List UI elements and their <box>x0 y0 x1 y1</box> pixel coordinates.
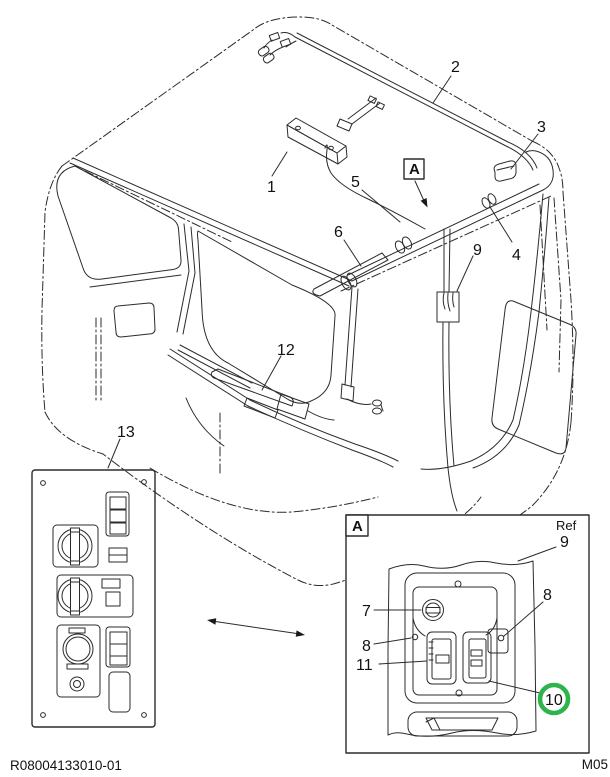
rocker-switch-10 <box>462 631 492 684</box>
rotary-knob-lower <box>56 574 134 618</box>
detail-marker-arrowhead <box>420 198 428 208</box>
inset-callout-8-left-label: 8 <box>362 638 371 655</box>
callout-4-leader <box>489 206 513 243</box>
callout-3-leader <box>510 133 539 170</box>
callout-12: 12 <box>261 342 295 391</box>
inset-callout-10-leader <box>488 680 541 694</box>
power-socket-module <box>56 624 101 698</box>
a-pillar-harness-drop <box>340 286 384 415</box>
mounting-hole-8-left <box>411 633 419 641</box>
callout-5-leader <box>361 189 401 223</box>
inset-callout-8-right-label: 8 <box>543 587 552 604</box>
cowl-bracket-12 <box>210 368 335 421</box>
dome-lamp-bracket <box>286 97 381 165</box>
inset-callout-11-leader <box>378 660 428 665</box>
callout-9-label: 9 <box>473 242 482 259</box>
mounting-tab-8-right <box>487 628 509 654</box>
callout-5: 5 <box>351 174 401 223</box>
inset-callout-8-left: 8 <box>362 637 412 655</box>
inset-callout-11: 11 <box>356 657 428 674</box>
callout-3: 3 <box>510 119 546 170</box>
rotary-knob-upper <box>52 524 99 568</box>
inset-ref-9-leader <box>517 546 557 562</box>
rocker-switch-bottom <box>105 626 131 668</box>
detail-marker-arrow <box>414 180 426 204</box>
cab-drawing: 1 2 3 4 5 6 9 12 <box>41 16 577 586</box>
callout-5-label: 5 <box>351 174 360 191</box>
callout-4-label: 4 <box>512 247 521 264</box>
callout-13: 13 <box>107 424 135 469</box>
page-code: M05 <box>582 757 608 772</box>
inset-ref-number: 9 <box>560 534 569 551</box>
cab-phantom-outline <box>41 16 574 586</box>
roof-clip-3 <box>493 160 517 182</box>
highlight-ring <box>537 682 571 716</box>
callout-12-label: 12 <box>277 342 295 359</box>
harness-connectors <box>257 31 292 64</box>
windshield-harness <box>312 150 554 415</box>
callout-2: 2 <box>432 59 460 104</box>
callout-1-label: 1 <box>267 179 276 196</box>
inset-panel-9 <box>387 560 537 737</box>
grommet-4 <box>481 193 497 209</box>
callout-4: 4 <box>489 206 521 264</box>
inset-callout-11-label: 11 <box>356 657 373 674</box>
inset-marker-a-letter: A <box>352 518 363 535</box>
harness-grommets <box>394 236 413 254</box>
callout-2-leader <box>432 75 452 104</box>
document-code: R08004133010-01 <box>10 758 122 773</box>
inset-callout-10-label[interactable]: 10 <box>545 692 563 709</box>
callout-3-label: 3 <box>537 119 546 136</box>
inset-callout-7-label: 7 <box>362 603 371 620</box>
inset-ref-9: Ref 9 <box>517 518 577 562</box>
callout-1: 1 <box>267 151 288 196</box>
inset-callout-8-right: 8 <box>503 587 552 637</box>
inset-marker-a: A <box>345 514 369 537</box>
callout-13-label: 13 <box>117 424 135 441</box>
inset-ref-text: Ref <box>556 518 577 533</box>
highlighted-callout-10[interactable]: 10 <box>488 680 571 716</box>
detail-marker-a-letter: A <box>409 161 420 178</box>
small-switch-blank <box>108 547 128 563</box>
reversible-arrow <box>207 618 305 637</box>
cab-body-structure <box>56 157 577 470</box>
panel-handle <box>407 711 518 737</box>
inset-callout-8-left-leader <box>373 637 412 645</box>
roof-harness <box>257 31 538 171</box>
callout-6-label: 6 <box>334 224 343 241</box>
detail-marker-a: A <box>403 158 428 208</box>
key-switch-7 <box>422 599 444 621</box>
callout-13-leader <box>107 438 121 469</box>
callout-9-leader <box>456 255 474 292</box>
harness-tube-6 <box>312 252 389 297</box>
blank-plate <box>108 671 131 713</box>
inset-border <box>345 514 590 754</box>
rocker-switch-11 <box>426 631 457 685</box>
callout-2-label: 2 <box>451 59 460 76</box>
switch-panel-location-9 <box>436 228 460 512</box>
callout-9: 9 <box>456 242 482 292</box>
callout-6-leader <box>343 239 362 267</box>
panel-13-drawing: 13 <box>31 424 156 728</box>
rocker-switch-top <box>105 491 130 537</box>
callout-1-leader <box>271 151 288 177</box>
inset-callout-8-right-leader <box>503 601 544 637</box>
branch-wire-5 <box>324 144 426 230</box>
detail-inset: A <box>345 514 590 754</box>
callout-6: 6 <box>334 224 362 267</box>
callout-12-leader <box>261 355 282 391</box>
inset-callout-7: 7 <box>362 603 422 620</box>
